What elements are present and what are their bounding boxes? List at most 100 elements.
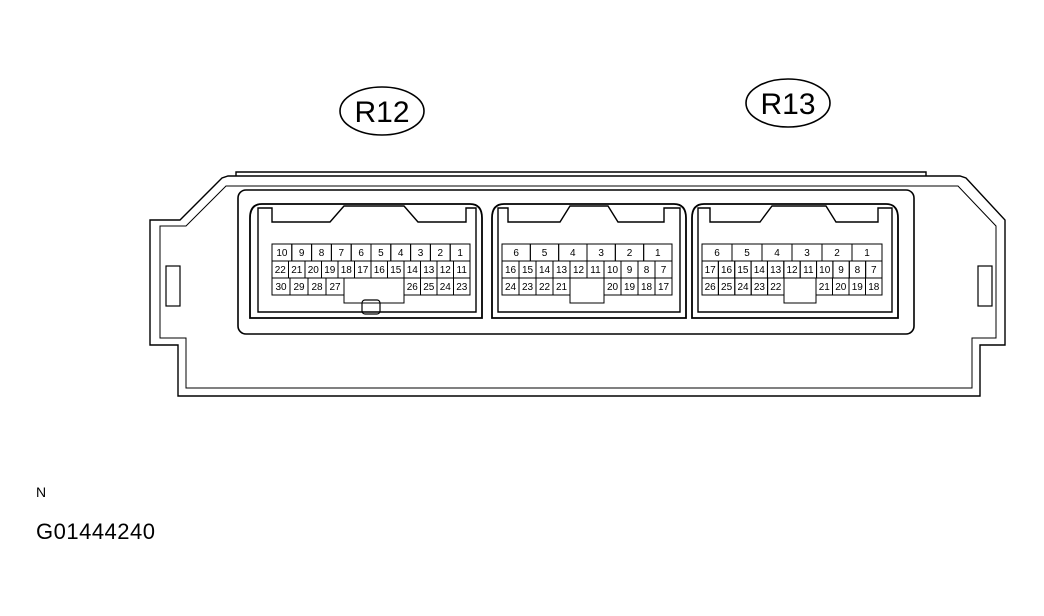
- connector-keyway: [569, 278, 605, 304]
- pin-r13-row3: 26: [701, 277, 719, 296]
- pin-r13-row3: 20: [832, 277, 850, 296]
- pin-number: 1: [457, 248, 463, 259]
- pin-r12b-row2: 12: [569, 260, 588, 279]
- pin-number: 10: [607, 265, 619, 276]
- pin-number: 15: [737, 265, 749, 276]
- pin-number: 2: [627, 248, 633, 259]
- pin-r12-row1: 1: [449, 243, 471, 262]
- connector-keyway: [783, 278, 817, 304]
- pin-number: 2: [834, 248, 840, 259]
- pin-r13-row2: 8: [848, 260, 867, 279]
- pin-number: 27: [329, 282, 341, 293]
- pin-number: 10: [819, 265, 831, 276]
- pin-number: 25: [423, 282, 435, 293]
- housing-latches: [165, 265, 993, 307]
- pin-number: 14: [407, 265, 419, 276]
- pin-r12-row2: 22: [271, 260, 289, 279]
- pin-number: 16: [721, 265, 733, 276]
- pin-r12-row1: 3: [410, 243, 431, 262]
- pin-r12-row2: 19: [321, 260, 339, 279]
- pin-number: 7: [661, 265, 667, 276]
- pin-r12b-row2: 15: [518, 260, 537, 279]
- pin-number: 20: [835, 282, 847, 293]
- pin-number: 3: [598, 248, 604, 259]
- callout-r12: R12: [339, 86, 425, 136]
- pin-r12b-row2: 11: [586, 260, 605, 279]
- pin-r12b-row3: 21: [552, 277, 571, 296]
- pin-number: 23: [456, 282, 468, 293]
- pin-number: 26: [407, 282, 419, 293]
- pin-r12b-row1: 4: [558, 243, 588, 262]
- pin-r12-row2: 15: [387, 260, 405, 279]
- pin-r12b-row3: 23: [518, 277, 537, 296]
- pin-r12b-row3: 19: [620, 277, 639, 296]
- pin-number: 13: [423, 265, 435, 276]
- pin-r12b-row2: 8: [637, 260, 656, 279]
- pin-number: 1: [864, 248, 870, 259]
- pin-r12-row2: 13: [420, 260, 438, 279]
- connector-key-profiles: [257, 205, 893, 313]
- pin-number: 28: [311, 282, 323, 293]
- pin-number: 3: [804, 248, 810, 259]
- pin-r12-row3: 26: [403, 277, 421, 296]
- pin-number: 22: [539, 282, 551, 293]
- pin-number: 30: [275, 282, 287, 293]
- pin-number: 12: [786, 265, 798, 276]
- pin-r12b-row1: 5: [529, 243, 560, 262]
- pin-r13-row3: 24: [734, 277, 752, 296]
- pin-r12-row3: 24: [436, 277, 454, 296]
- note-label: N: [36, 484, 47, 500]
- pin-number: 26: [705, 282, 717, 293]
- pin-number: 16: [505, 265, 517, 276]
- pin-r12-row2: 21: [288, 260, 306, 279]
- pin-r13-row2: 10: [816, 260, 834, 279]
- pin-r12b-row3: 22: [535, 277, 554, 296]
- pin-number: 6: [358, 248, 364, 259]
- pin-number: 9: [838, 265, 844, 276]
- pin-number: 23: [754, 282, 766, 293]
- pin-number: 21: [556, 282, 568, 293]
- connector-shell-r13: [691, 203, 899, 319]
- connector-shell-r12: [249, 203, 483, 319]
- pin-r13-row3: 22: [767, 277, 785, 296]
- pin-number: 11: [803, 265, 814, 276]
- pin-number: 6: [513, 248, 519, 259]
- pin-r12-row3: 25: [420, 277, 438, 296]
- pin-r12-row2: 11: [453, 260, 471, 279]
- pin-number: 8: [319, 248, 325, 259]
- pin-number: 13: [556, 265, 568, 276]
- pin-r13-row1: 1: [851, 243, 883, 262]
- callout-r13: R13: [745, 78, 831, 128]
- pin-number: 18: [641, 282, 653, 293]
- figure-code: G01444240: [36, 519, 156, 544]
- pin-r13-row3: 23: [750, 277, 769, 296]
- pin-number: 20: [308, 265, 320, 276]
- callout-label-r13: R13: [760, 88, 815, 121]
- pin-cell: [453, 277, 471, 296]
- pin-number: 11: [457, 265, 468, 276]
- pin-cell: [654, 277, 673, 296]
- pin-number: 19: [324, 265, 336, 276]
- pin-number: 24: [505, 282, 517, 293]
- pin-r13-row1: 6: [701, 243, 733, 262]
- pin-number: 9: [299, 248, 305, 259]
- callout-ellipse: [745, 78, 831, 128]
- pin-r12-row2: 14: [403, 260, 421, 279]
- pin-r12-row1: 9: [291, 243, 313, 262]
- pin-r12b-row2: 16: [501, 260, 520, 279]
- pin-number: 15: [390, 265, 402, 276]
- pin-number: 16: [374, 265, 386, 276]
- pin-number: 24: [737, 282, 749, 293]
- pin-r12-row1: 10: [271, 243, 293, 262]
- pin-r13-row3: 21: [815, 277, 833, 296]
- pin-r12b-row3: 17: [654, 277, 673, 296]
- connector-keyway: [343, 278, 405, 304]
- pin-number: 17: [705, 265, 717, 276]
- pin-number: 7: [871, 265, 877, 276]
- callout-label-r12: R12: [354, 96, 409, 129]
- pin-number: 18: [341, 265, 353, 276]
- pin-r12-row1: 7: [330, 243, 352, 262]
- pin-r12-row3: 23: [453, 277, 471, 296]
- pin-number: 5: [378, 248, 384, 259]
